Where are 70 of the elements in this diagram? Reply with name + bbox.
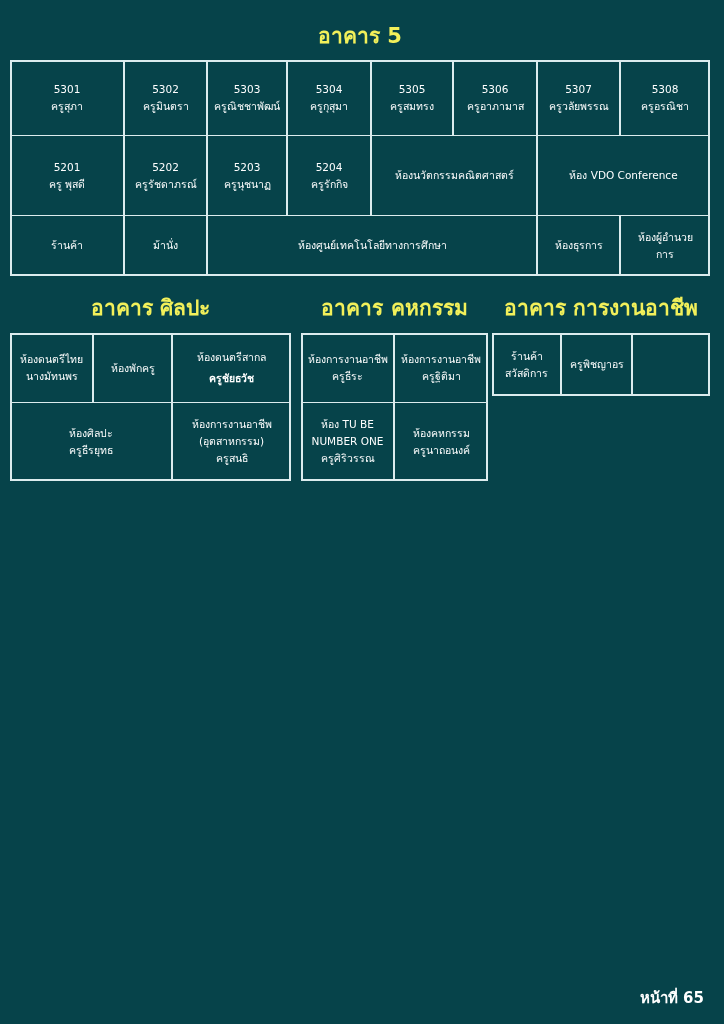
building-heading: อาคาร ศิลปะ — [89, 295, 212, 322]
room-cell — [207, 135, 287, 216]
teacher-name: ครูชัยธวัช — [209, 371, 254, 387]
room-label: ห้องการงานอาชีพ — [401, 352, 481, 367]
room-label: ครูพิชญาอร — [569, 357, 624, 373]
room-label: 5302 — [152, 82, 179, 97]
room-label: ห้องดนตรีสากล — [197, 350, 266, 365]
room-label: 5203 — [233, 159, 261, 175]
teacher-name: ครูรัชดาภรณ์ — [134, 176, 197, 193]
room-cell — [207, 215, 537, 276]
room-label: 5308 — [651, 82, 679, 97]
teacher-name: ครู พุสดี — [48, 176, 86, 193]
teacher-name: ครูสมทรง — [390, 99, 434, 115]
teacher-name: ครูกุสุมา — [310, 99, 348, 115]
teacher-name: ครูอาภามาส — [466, 99, 524, 115]
teacher-name: ครูธีระ — [332, 369, 363, 385]
room-label: ห้องศิลปะ — [69, 425, 113, 441]
room-label: 5204 — [315, 159, 343, 175]
teacher-name: นางมัทนพร — [25, 369, 78, 384]
room-label: ห้องการงานอาชีพ — [307, 352, 388, 367]
room-cell — [93, 333, 172, 403]
teacher-name: ครูธีรยุทธ — [69, 442, 113, 459]
building-heading: อาคาร 5 — [317, 23, 403, 50]
room-label: 5301 — [53, 82, 81, 97]
room-label: 5305 — [398, 82, 426, 97]
room-label: 5202 — [152, 159, 179, 175]
room-cell — [537, 60, 620, 136]
room-label: ม้านั่ง — [153, 237, 178, 253]
room-cell — [371, 135, 537, 216]
room-cell — [561, 333, 632, 396]
room-label: ร้านค้า — [51, 238, 83, 253]
teacher-name: ครูวลัยพรรณ — [548, 99, 609, 115]
building-heading: อาคาร การงานอาชีพ — [502, 295, 700, 322]
room-label: 5307 — [565, 82, 592, 97]
teacher-name: ครูอรณิชา — [641, 99, 689, 115]
teacher-name: ครูนุชนาฏ — [223, 176, 271, 193]
room-label: ห้อง TU BE NUMBER ONE — [310, 417, 385, 449]
room-label: ห้องธุรการ — [554, 238, 603, 254]
teacher-name: ครูสุภา — [51, 99, 83, 115]
room-label: 5304 — [315, 82, 343, 97]
page-number: หน้าที่ 65 — [639, 986, 704, 1009]
room-label: 5201 — [53, 159, 81, 175]
teacher-name: ครูรักกิจ — [310, 176, 348, 193]
room-label: 5303 — [233, 82, 261, 97]
room-cell — [124, 135, 207, 216]
room-label: ห้อง VDO Conference — [569, 168, 678, 183]
room-label: ห้องคหกรรม — [412, 425, 470, 441]
teacher-name: ครูฐิติมา — [421, 369, 461, 385]
teacher-name: ครูมินตรา — [142, 99, 189, 115]
teacher-name: ครูณิชชาพัฒน์ — [214, 99, 280, 115]
teacher-name: ครูสนธิ — [215, 451, 248, 467]
room-cell — [453, 60, 537, 136]
room-cell — [124, 215, 207, 276]
room-label: ร้านค้าสวัสดิการ — [504, 348, 549, 381]
teacher-name: ครูศิริวรรณ — [320, 451, 375, 467]
room-cell — [207, 60, 287, 136]
building-heading: อาคาร คหกรรม — [320, 295, 469, 322]
room-label: 5306 — [481, 82, 509, 97]
room-cell — [124, 60, 207, 136]
room-label: ห้องดนตรีไทย — [20, 352, 83, 367]
room-cell — [287, 60, 371, 136]
room-cell — [537, 215, 620, 276]
teacher-name: ครูนาถอนงค์ — [412, 442, 470, 459]
room-label: ห้องการงานอาชีพ (อุตสาหกรรม) — [190, 417, 273, 450]
room-label: ห้องศูนย์เทคโนโลยีทางการศึกษา — [297, 238, 447, 254]
room-label: ห้องผู้อำนวยการ — [636, 229, 694, 262]
room-label: ห้องนวัตกรรมคณิตศาสตร์ — [394, 168, 514, 183]
room-label: ห้องพักครู — [110, 360, 155, 377]
room-cell — [371, 60, 453, 136]
room-cell — [287, 135, 371, 216]
